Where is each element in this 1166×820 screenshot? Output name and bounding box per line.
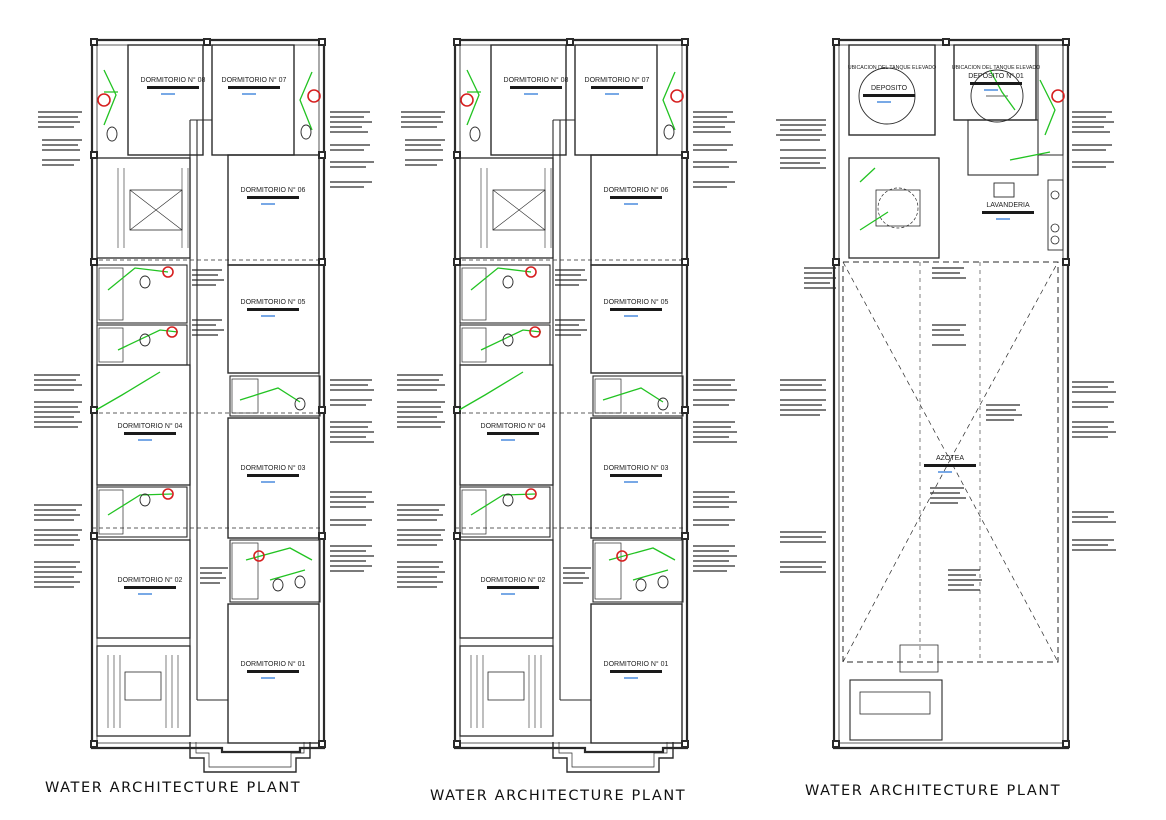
room-area-bar bbox=[970, 82, 1022, 85]
room-label: DORMITORIO N° 04 bbox=[481, 422, 546, 441]
room-label: DORMITORIO N° 04 bbox=[118, 422, 183, 441]
room-area-bar bbox=[247, 474, 299, 477]
room-label: DORMITORIO N° 01 bbox=[604, 660, 669, 679]
room-area-bar bbox=[228, 86, 280, 89]
plan-1 bbox=[34, 38, 374, 773]
room-label: DORMITORIO N° 03 bbox=[604, 464, 669, 483]
room-name: DEPOSITO bbox=[871, 85, 908, 92]
room-label: DORMITORIO N° 07 bbox=[222, 76, 287, 95]
room-label: DORMITORIO N° 02 bbox=[118, 576, 183, 595]
room-name: LAVANDERIA bbox=[986, 202, 1030, 209]
room-area-bar bbox=[610, 308, 662, 311]
room-name: DORMITORIO N° 05 bbox=[241, 298, 306, 306]
room-area-bar bbox=[487, 432, 539, 435]
room-label: DORMITORIO N° 03 bbox=[241, 464, 306, 483]
room-name: AZOTEA bbox=[936, 455, 964, 462]
room-label: AZOTEA bbox=[924, 455, 976, 473]
room-label: DORMITORIO N° 07 bbox=[585, 76, 650, 95]
room-name: DORMITORIO N° 06 bbox=[604, 186, 669, 194]
room-label: DORMITORIO N° 08 bbox=[504, 76, 569, 95]
room-label: DORMITORIO N° 05 bbox=[604, 298, 669, 317]
plan-caption: WATER ARCHITECTURE PLANT bbox=[430, 788, 687, 804]
room-area-bar bbox=[610, 474, 662, 477]
room-name: DORMITORIO N° 05 bbox=[604, 298, 669, 306]
room-area-bar bbox=[124, 586, 176, 589]
room-label: DORMITORIO N° 05 bbox=[241, 298, 306, 317]
plan-caption: WATER ARCHITECTURE PLANT bbox=[45, 780, 302, 796]
room-name: DORMITORIO N° 07 bbox=[222, 76, 287, 84]
room-label: DORMITORIO N° 01 bbox=[241, 660, 306, 679]
room-area-bar bbox=[487, 586, 539, 589]
room-name: DORMITORIO N° 01 bbox=[604, 660, 669, 668]
room-name: DORMITORIO N° 08 bbox=[504, 76, 569, 84]
room-name: UBICACION DEL TANQUE ELEVADO bbox=[952, 65, 1040, 71]
room-name: UBICACION DEL TANQUE ELEVADO bbox=[848, 65, 936, 71]
room-area-bar bbox=[147, 86, 199, 89]
room-name: DORMITORIO N° 02 bbox=[118, 576, 183, 584]
room-label: LAVANDERIA bbox=[982, 202, 1034, 220]
room-area-bar bbox=[863, 94, 915, 97]
room-label: DORMITORIO N° 08 bbox=[141, 76, 206, 95]
room-label: UBICACION DEL TANQUE ELEVADO bbox=[952, 65, 1040, 71]
room-area-bar bbox=[610, 670, 662, 673]
plan-3 bbox=[776, 38, 1116, 750]
room-area-bar bbox=[510, 86, 562, 89]
room-name: DORMITORIO N° 04 bbox=[118, 422, 183, 430]
room-name: DORMITORIO N° 08 bbox=[141, 76, 206, 84]
room-name: DORMITORIO N° 07 bbox=[585, 76, 650, 84]
room-label: DEPOSITO N° 01 bbox=[968, 72, 1024, 91]
room-label: DORMITORIO N° 06 bbox=[604, 186, 669, 205]
plan-2 bbox=[397, 38, 737, 772]
room-name: DORMITORIO N° 03 bbox=[241, 464, 306, 472]
room-area-bar bbox=[247, 670, 299, 673]
room-name: DORMITORIO N° 03 bbox=[604, 464, 669, 472]
room-area-bar bbox=[982, 211, 1034, 214]
room-area-bar bbox=[591, 86, 643, 89]
room-label: DEPOSITO bbox=[863, 85, 915, 103]
room-label: UBICACION DEL TANQUE ELEVADO bbox=[848, 65, 936, 71]
room-name: DORMITORIO N° 06 bbox=[241, 186, 306, 194]
room-area-bar bbox=[247, 196, 299, 199]
room-area-bar bbox=[247, 308, 299, 311]
room-area-bar bbox=[610, 196, 662, 199]
room-name: DEPOSITO N° 01 bbox=[968, 72, 1024, 80]
plan-caption: WATER ARCHITECTURE PLANT bbox=[805, 783, 1062, 799]
room-name: DORMITORIO N° 02 bbox=[481, 576, 546, 584]
room-label: DORMITORIO N° 02 bbox=[481, 576, 546, 595]
room-name: DORMITORIO N° 01 bbox=[241, 660, 306, 668]
room-area-bar bbox=[124, 432, 176, 435]
room-label: DORMITORIO N° 06 bbox=[241, 186, 306, 205]
room-area-bar bbox=[924, 464, 976, 467]
room-name: DORMITORIO N° 04 bbox=[481, 422, 546, 430]
